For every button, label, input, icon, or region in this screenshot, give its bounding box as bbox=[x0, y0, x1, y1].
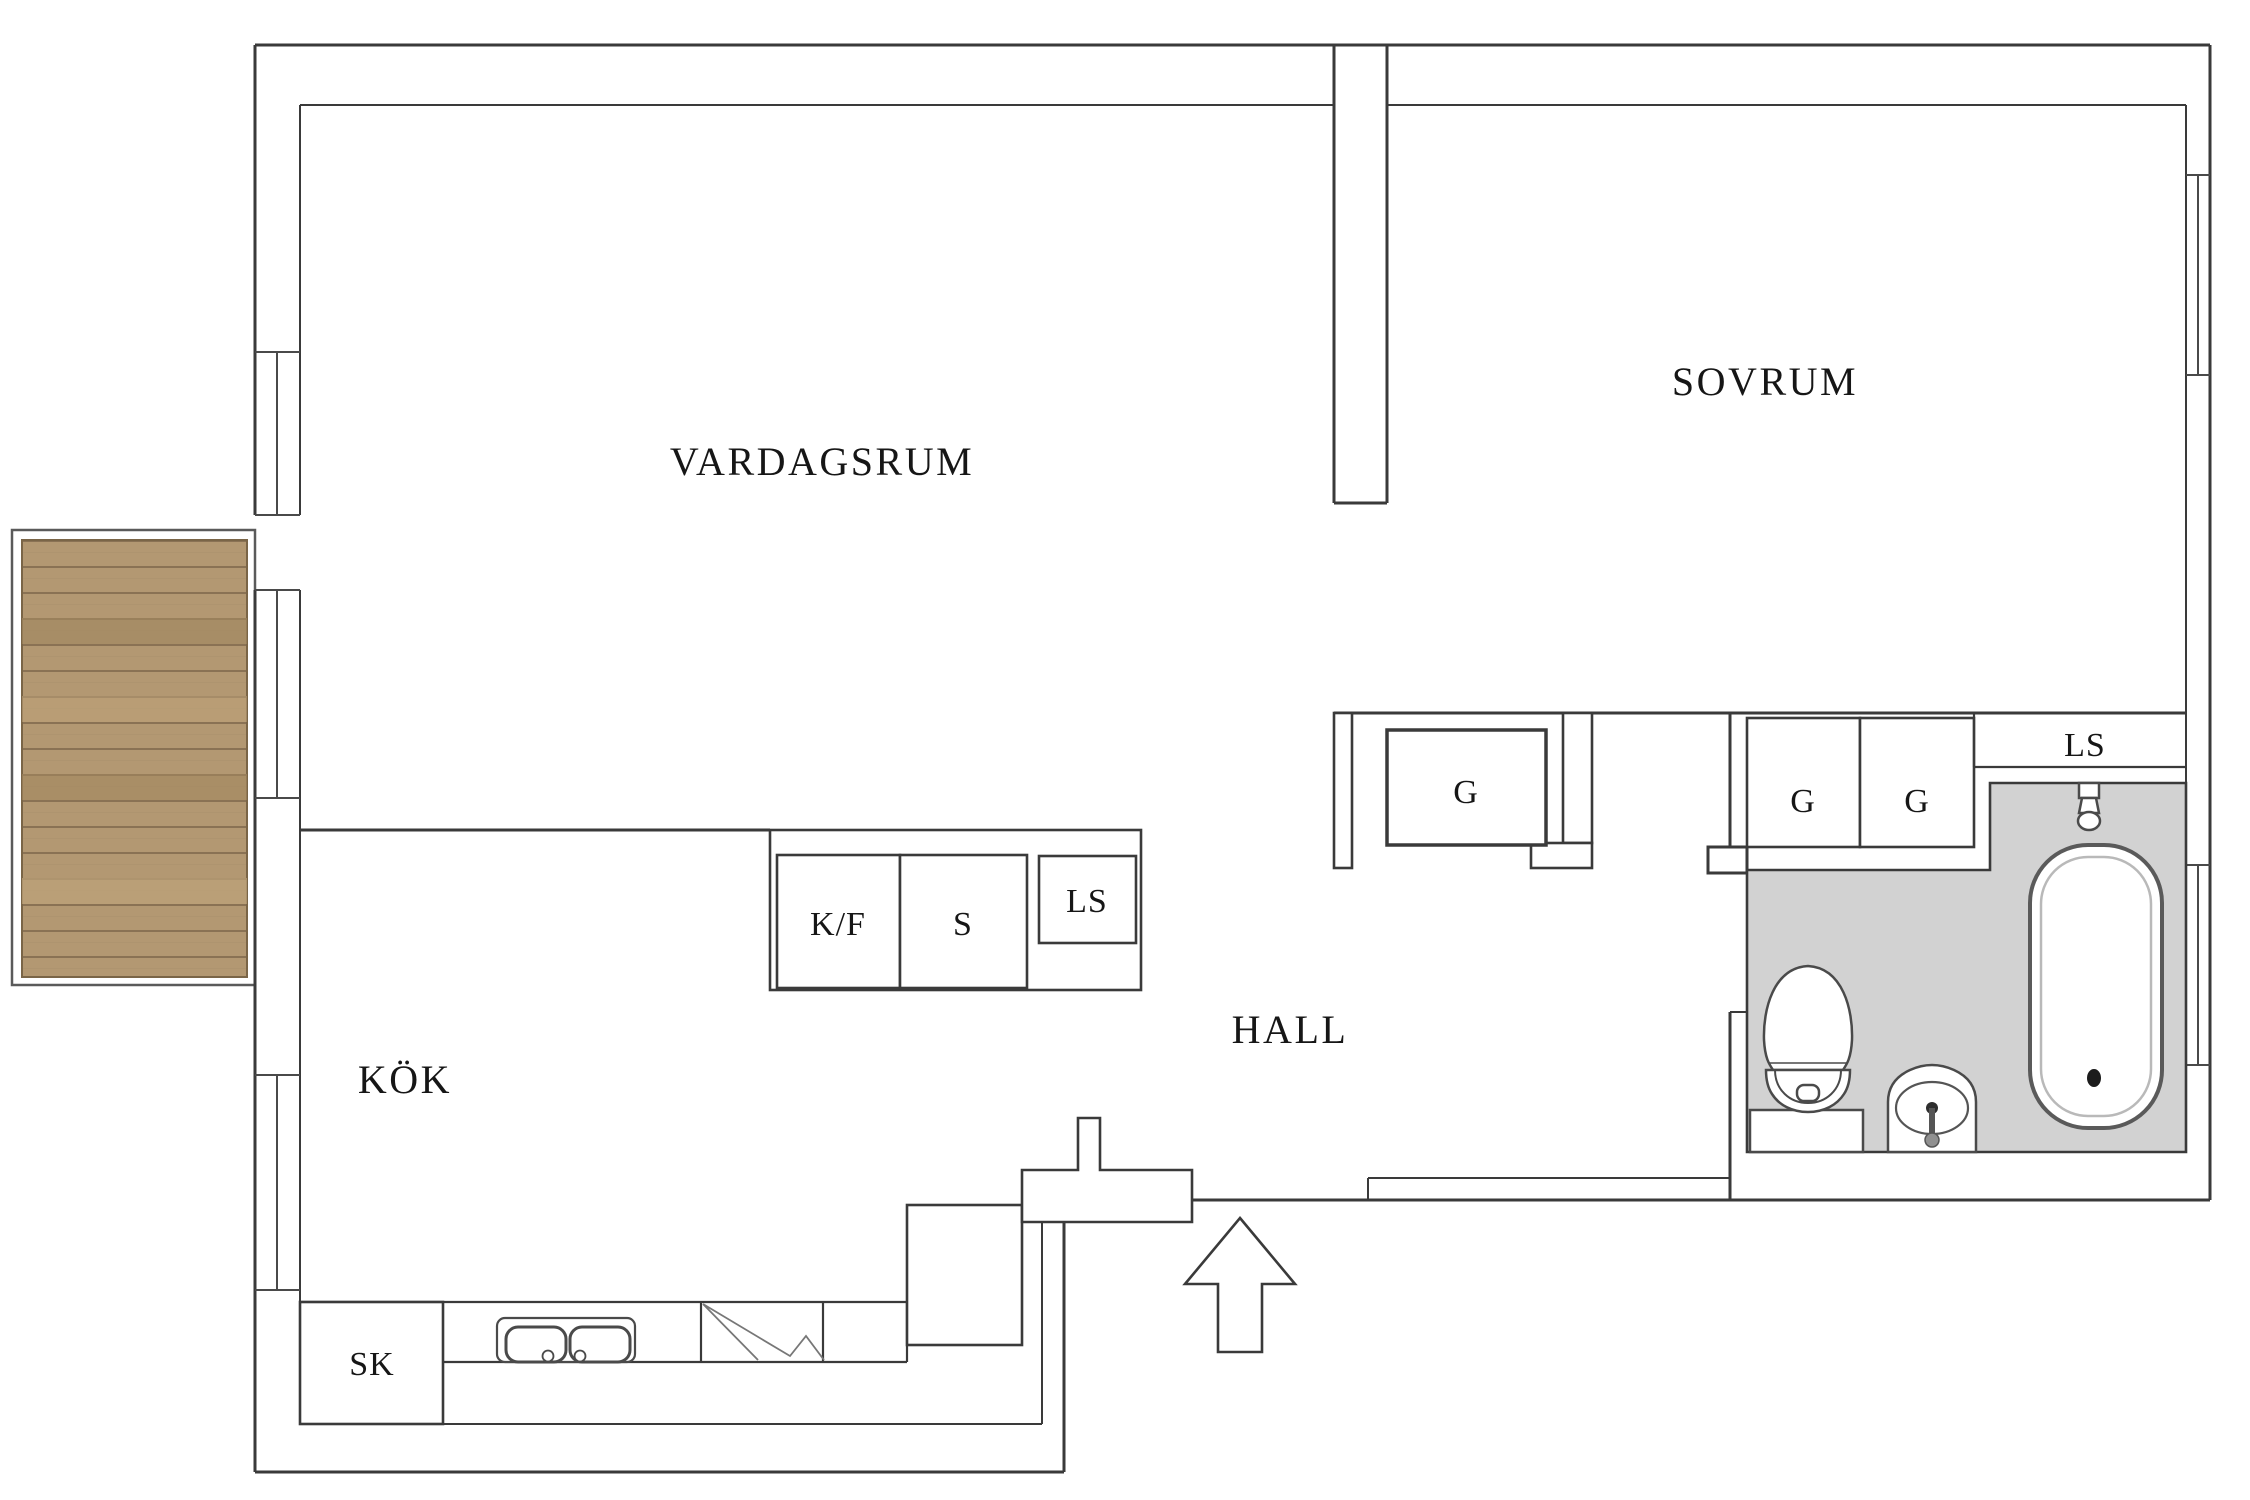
cleaning-closet-box bbox=[298, 1300, 445, 1426]
window-kitchen-left bbox=[255, 1074, 300, 1291]
balcony bbox=[10, 528, 257, 987]
window-bathroom-right bbox=[2186, 864, 2210, 1066]
entry bbox=[905, 1116, 1298, 1354]
pantry-box bbox=[898, 853, 1029, 990]
bedroom-label: SOVRUM bbox=[1672, 359, 1858, 404]
dish-rack-icon bbox=[702, 1303, 825, 1361]
fridge-freezer-label: K/F bbox=[810, 906, 866, 943]
hall-closet-right-leg bbox=[1561, 711, 1594, 845]
kitchen-fixtures: SK bbox=[298, 1300, 909, 1426]
bathroom bbox=[1745, 781, 2188, 1154]
hall-label: HALL bbox=[1232, 1007, 1349, 1052]
linen-closet-bathroom-label: LS bbox=[2064, 727, 2106, 764]
cleaning-closet-label: SK bbox=[349, 1346, 394, 1383]
pantry-label: S bbox=[953, 906, 973, 943]
partition-walls bbox=[300, 46, 2186, 1200]
wood-plank-dark bbox=[22, 618, 247, 644]
closet-hall: G bbox=[1332, 711, 1594, 870]
room-labels: VARDAGSRUM SOVRUM KÖK HALL bbox=[358, 359, 1858, 1102]
wardrobe-hall-label: G bbox=[1453, 774, 1479, 811]
linen-closet-kitchen-label: LS bbox=[1066, 883, 1108, 920]
wood-plank-dark bbox=[22, 774, 247, 800]
bath-door-jamb-notch bbox=[1706, 845, 1749, 875]
window-balcony-left bbox=[255, 590, 300, 799]
wardrobe-bedroom-2-label: G bbox=[1904, 783, 1930, 820]
living-room-label: VARDAGSRUM bbox=[670, 439, 974, 484]
arrow-up-icon bbox=[1182, 1215, 1298, 1354]
bathtub-icon bbox=[2028, 781, 2164, 1130]
double-sink-icon bbox=[495, 1316, 637, 1364]
window-living-left bbox=[255, 351, 300, 515]
linen-closet-kitchen-box bbox=[1037, 854, 1138, 945]
balcony-door-opening bbox=[255, 514, 300, 591]
hall-closet-left-leg bbox=[1332, 711, 1354, 870]
toilet-icon bbox=[1748, 964, 1865, 1154]
hall-closet-right-foot bbox=[1529, 841, 1594, 870]
windows bbox=[255, 174, 2210, 1291]
fridge-freezer-box bbox=[775, 853, 902, 990]
closet-row-kitchen: K/F S LS bbox=[768, 828, 1143, 992]
wardrobe-box-hall bbox=[1385, 728, 1548, 847]
wood-deck-icon bbox=[21, 539, 248, 978]
washbasin-icon bbox=[1886, 1063, 1978, 1154]
wood-plank-light bbox=[22, 696, 247, 722]
vestibule-wall bbox=[1020, 1116, 1194, 1224]
wood-plank-light bbox=[22, 878, 247, 904]
window-bedroom-right bbox=[2186, 174, 2210, 376]
closet-row-bathroom: G G LS bbox=[1745, 713, 2186, 849]
kitchen-label: KÖK bbox=[358, 1057, 452, 1102]
wardrobe-box-2 bbox=[1858, 716, 1976, 849]
wardrobe-bedroom-1-label: G bbox=[1790, 783, 1816, 820]
entry-cabinet-block bbox=[905, 1203, 1024, 1347]
